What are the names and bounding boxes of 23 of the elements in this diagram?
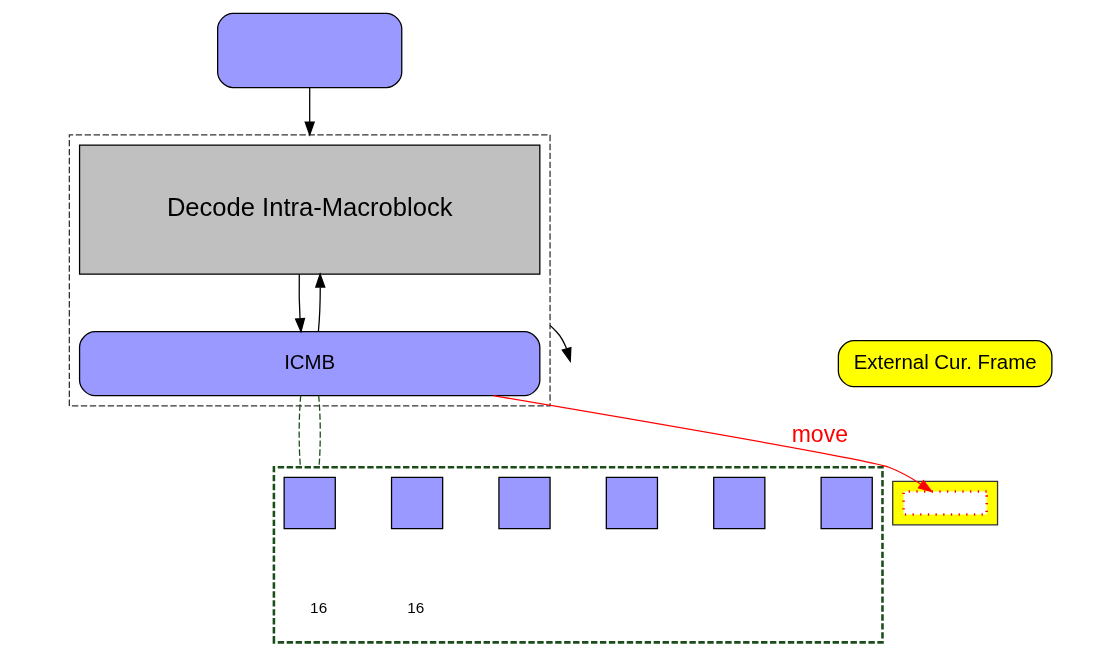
node-stadium (217, 12, 403, 89)
edge-label: move (791, 421, 848, 448)
arrow (314, 272, 326, 333)
arrow (549, 324, 572, 363)
connector (318, 395, 321, 468)
node-box (902, 490, 988, 516)
node-box (283, 476, 336, 530)
node-box (820, 476, 873, 530)
label: 16 (310, 599, 328, 617)
cluster (272, 465, 884, 644)
node-box: Decode Intra-Macroblock (78, 144, 541, 275)
node-box (390, 476, 444, 530)
label: 16 (407, 599, 425, 617)
node-box: External Cur. Frame (837, 340, 1053, 388)
cluster (68, 134, 551, 407)
arrow (294, 273, 306, 334)
arrow (304, 87, 316, 137)
node-box (713, 476, 766, 530)
connector (298, 395, 302, 468)
node-box (605, 476, 659, 530)
arrow (492, 395, 934, 493)
node-box: ICMB (78, 331, 541, 397)
node-box (498, 476, 551, 530)
